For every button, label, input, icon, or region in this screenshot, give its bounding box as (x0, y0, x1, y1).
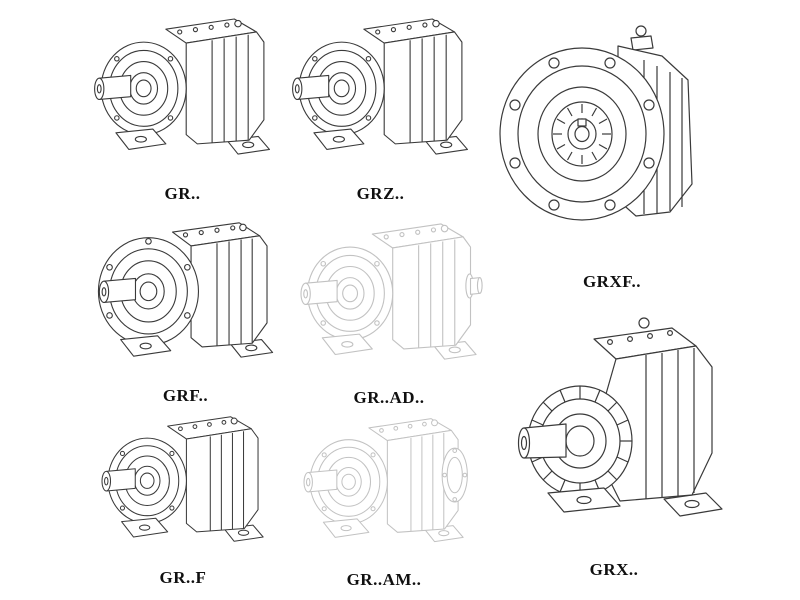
gearbox-drawing-grf (88, 208, 283, 384)
helical-gearbox-foot-mounted-icon (288, 2, 473, 184)
gearbox-drawing-grxf (492, 6, 732, 266)
gearbox-drawing-gr-f (88, 404, 278, 566)
figure-label-gr-am: GR..AM.. (346, 570, 422, 589)
helical-gearbox-input-adapter-ghost-icon (290, 210, 483, 386)
helical-gearbox-flange-mounted-icon (88, 208, 283, 384)
figure-label-grz: GRZ.. (356, 184, 405, 203)
figure-label-gr-f: GR..F (159, 568, 207, 587)
helical-gearbox-foot-mounted-icon (88, 404, 278, 566)
helical-gearbox-foot-mounted-icon (90, 2, 275, 184)
figure-label-grxf: GRXF.. (582, 272, 642, 291)
helical-gearbox-ribbed-hub-icon (494, 296, 734, 556)
figure-label-grx: GRX.. (589, 560, 639, 579)
figure-label-gr-ad: GR..AD.. (353, 388, 425, 407)
figure-label-gr: GR.. (164, 184, 201, 203)
helical-gearbox-large-flange-icon (492, 6, 732, 266)
gearbox-drawing-grx (494, 296, 734, 556)
gearbox-drawing-grz (288, 2, 473, 184)
gearbox-drawing-gr (90, 2, 275, 184)
gearbox-drawing-gr-ad-ghost (290, 210, 488, 386)
figure-label-grf: GRF.. (162, 386, 209, 405)
gearbox-drawing-gr-am-ghost (288, 406, 480, 566)
helical-gearbox-motor-adapter-ghost-icon (288, 406, 468, 566)
